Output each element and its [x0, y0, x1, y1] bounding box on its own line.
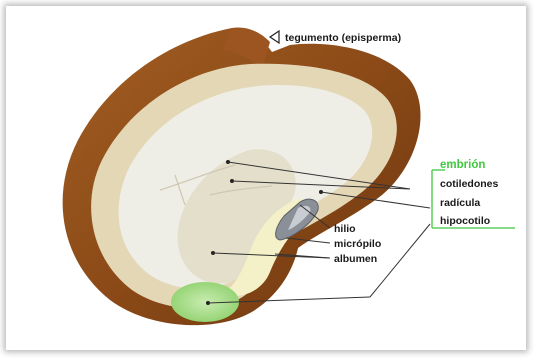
label-tegumento: tegumento (episperma) [285, 32, 401, 44]
label-embrion: embrión [440, 159, 485, 171]
label-radicula: radícula [440, 197, 480, 209]
label-hipocotilo: hipocotilo [440, 215, 490, 227]
label-albumen: albumen [334, 253, 377, 265]
label-micropilo: micrópilo [334, 238, 381, 250]
label-cotiledones: cotiledones [440, 178, 499, 190]
tegumento-arrow-icon [270, 31, 279, 43]
label-hilio: hilio [334, 223, 356, 235]
